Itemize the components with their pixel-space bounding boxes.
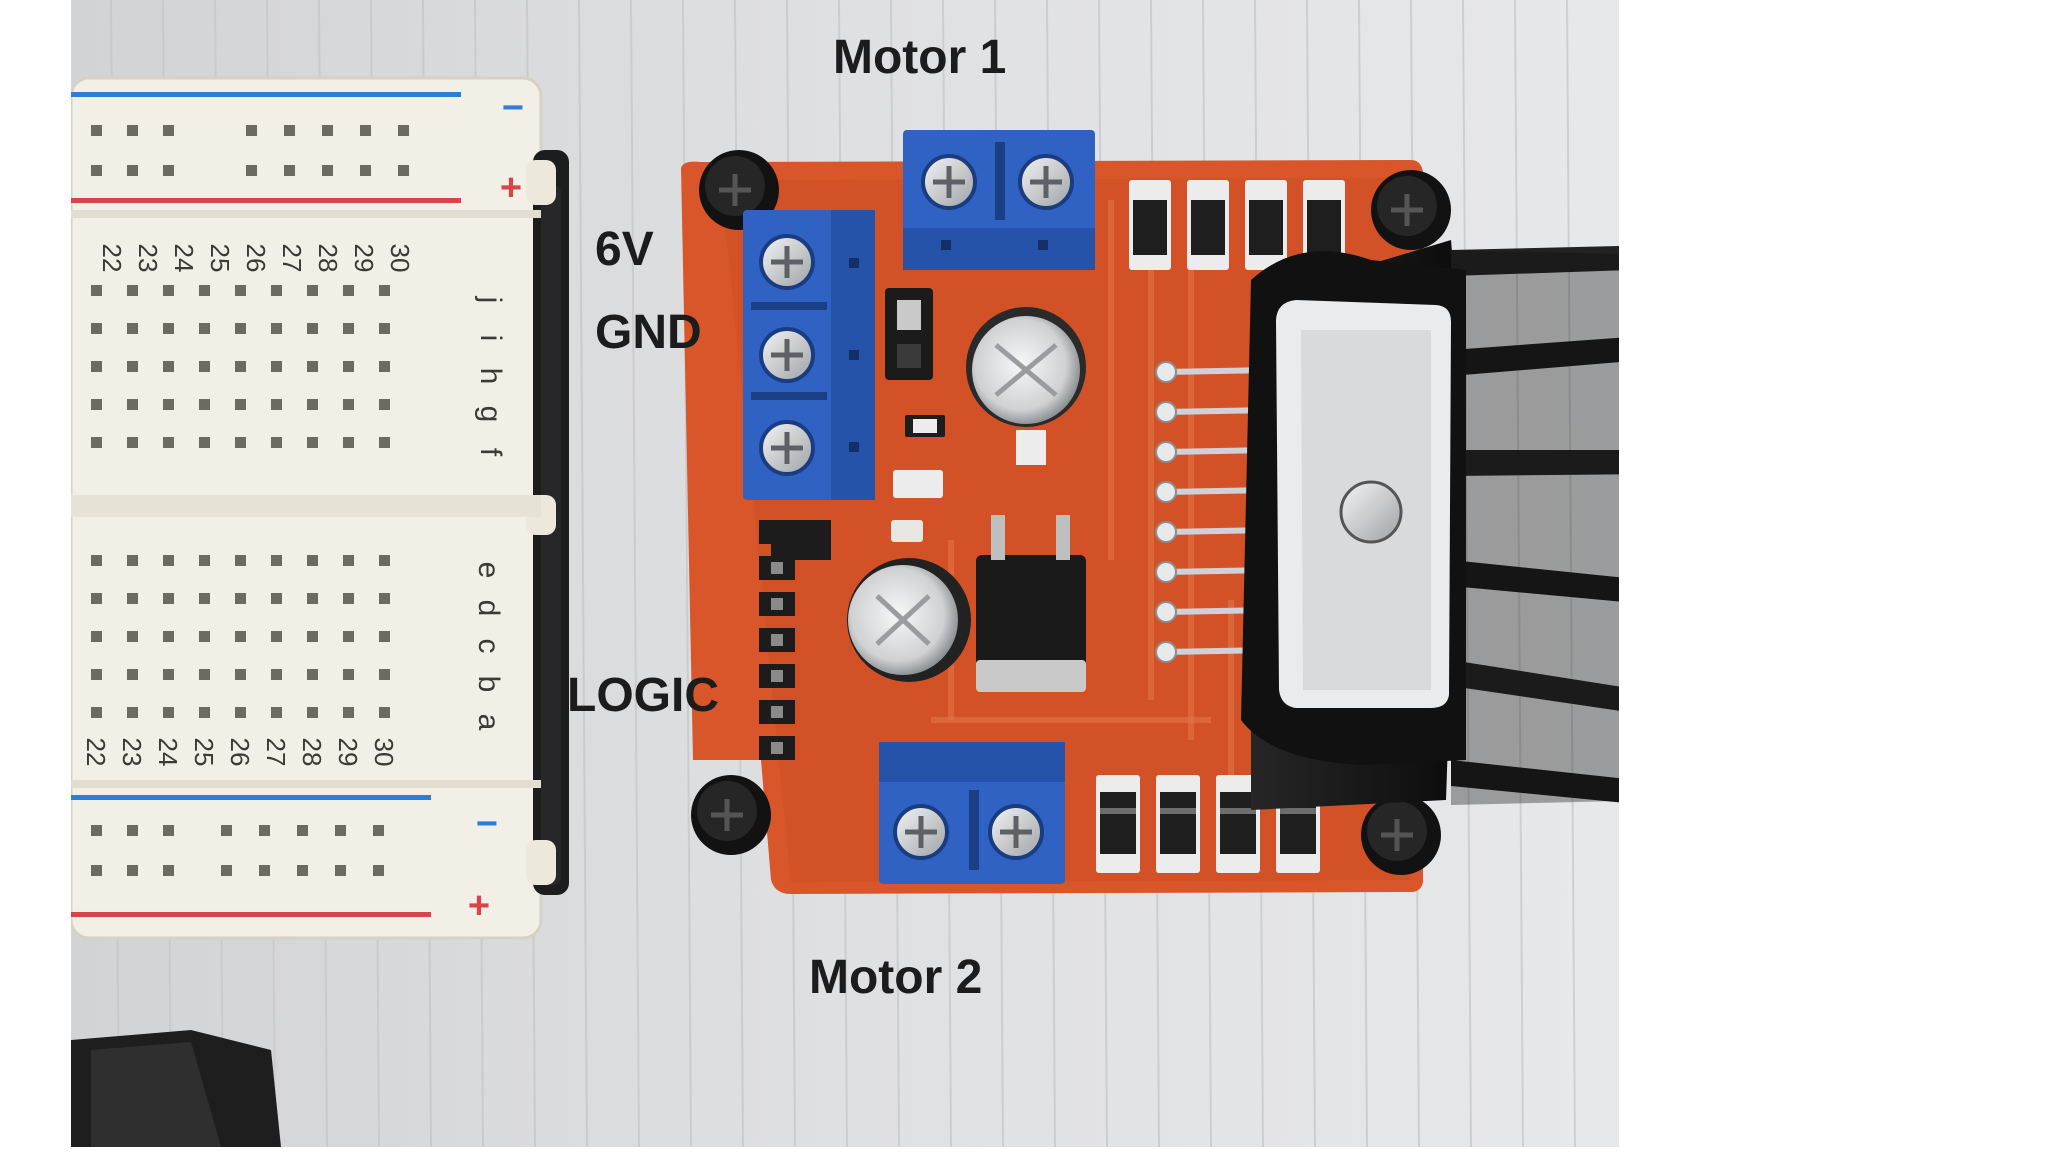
breadboard-number: 24	[153, 738, 183, 767]
bottom-rail-blue-line	[71, 795, 431, 800]
diodes-top	[1129, 180, 1345, 270]
l298n-module	[681, 130, 1619, 894]
mounting-screws	[691, 150, 1451, 875]
breadboard-number: 29	[349, 244, 379, 273]
label-logic: LOGIC	[567, 669, 719, 722]
breadboard-number: 27	[261, 738, 291, 767]
breadboard-number: 22	[81, 738, 111, 767]
led	[893, 470, 943, 498]
breadboard-number: 22	[97, 244, 127, 273]
rail-polarity-mark: +	[500, 167, 522, 209]
top-rail-red-line	[71, 198, 461, 203]
breadboard-number: 26	[241, 244, 271, 273]
logic-header-pins	[759, 520, 831, 760]
breadboard-letter: f	[474, 448, 507, 457]
breadboard-holes	[91, 125, 409, 876]
diodes-bottom	[1096, 775, 1320, 873]
label-gnd: GND	[595, 306, 702, 359]
breadboard-number: 28	[313, 244, 343, 273]
label-motor1: Motor 1	[833, 31, 1007, 84]
breadboard-number: 24	[169, 244, 199, 273]
breadboard-number: 23	[117, 738, 147, 767]
breadboard-number: 30	[385, 244, 415, 273]
breadboard-number: 25	[205, 244, 235, 273]
breadboard-letter: e	[472, 562, 505, 579]
heatsink	[1241, 240, 1619, 810]
terminal-motor1	[903, 130, 1095, 270]
breadboard-letter: a	[472, 714, 505, 731]
breadboard-letter: b	[472, 676, 505, 693]
breadboard-letter: g	[474, 406, 507, 423]
rail-polarity-mark: +	[468, 885, 490, 927]
bottom-rail-red-line	[71, 912, 431, 917]
top-rail-blue-line	[71, 92, 461, 97]
terminal-motor2	[879, 742, 1065, 884]
rail-polarity-mark: −	[502, 87, 524, 129]
voltage-regulator	[976, 555, 1086, 690]
breadboard-letter: c	[472, 639, 505, 654]
label-6v: 6V	[595, 223, 654, 276]
breadboard-number: 30	[369, 738, 399, 767]
breadboard-letter: d	[472, 600, 505, 617]
breadboard-letter: i	[474, 335, 507, 342]
breadboard-number: 25	[189, 738, 219, 767]
breadboard-number: 23	[133, 244, 163, 273]
breadboard-number: 28	[297, 738, 327, 767]
breadboard-letter: j	[474, 296, 507, 304]
breadboard-number: 26	[225, 738, 255, 767]
breadboard-number: 29	[333, 738, 363, 767]
breadboard-number: 27	[277, 244, 307, 273]
label-motor2: Motor 2	[809, 951, 983, 1004]
rail-polarity-mark: −	[476, 803, 498, 845]
terminal-power	[743, 210, 875, 500]
breadboard-letter: h	[474, 368, 507, 385]
heatsink-screw	[1339, 480, 1403, 544]
